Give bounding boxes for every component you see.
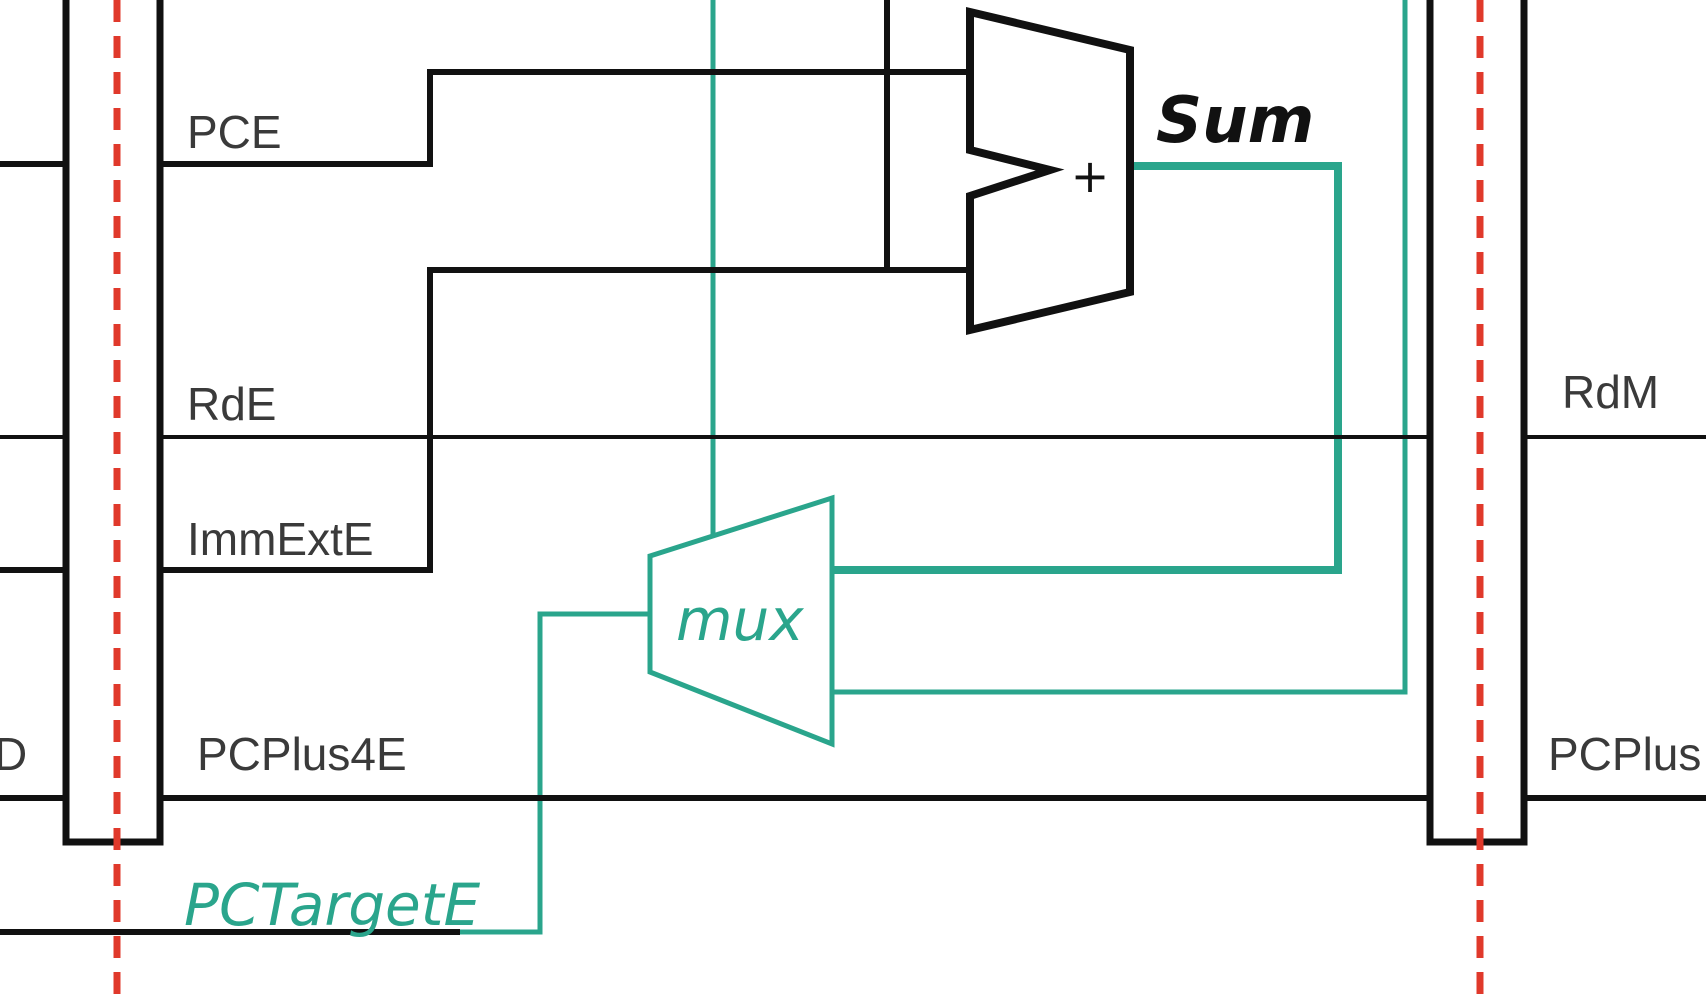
label-pcplus-partial: PCPlus xyxy=(1548,728,1701,780)
sum-to-mux-wire xyxy=(830,162,1342,574)
label-pce: PCE xyxy=(187,106,282,158)
wire-pce-to-adder xyxy=(160,69,968,167)
adder-body xyxy=(966,6,1134,336)
mux-body xyxy=(647,494,835,748)
datapath-wires xyxy=(0,0,1706,935)
sum-annotation: Sum xyxy=(1156,84,1314,158)
wire-immext-to-adder xyxy=(160,267,968,573)
feedback-to-mux-wire xyxy=(830,0,1408,695)
pctargete-annotation: PCTargetE xyxy=(184,871,480,939)
adder-plus-symbol: + xyxy=(1071,149,1110,203)
label-pcplus4e: PCPlus4E xyxy=(197,728,407,780)
pipeline-register-de xyxy=(62,0,164,846)
label-rdm: RdM xyxy=(1562,366,1659,418)
label-rde: RdE xyxy=(187,378,276,430)
mux-to-pctarget-wire xyxy=(450,611,650,935)
label-d-left: D xyxy=(0,728,27,780)
adder: + xyxy=(966,6,1134,336)
label-immexte: ImmExtE xyxy=(187,513,374,565)
mux: mux xyxy=(647,494,835,748)
mux-label: mux xyxy=(676,586,804,654)
